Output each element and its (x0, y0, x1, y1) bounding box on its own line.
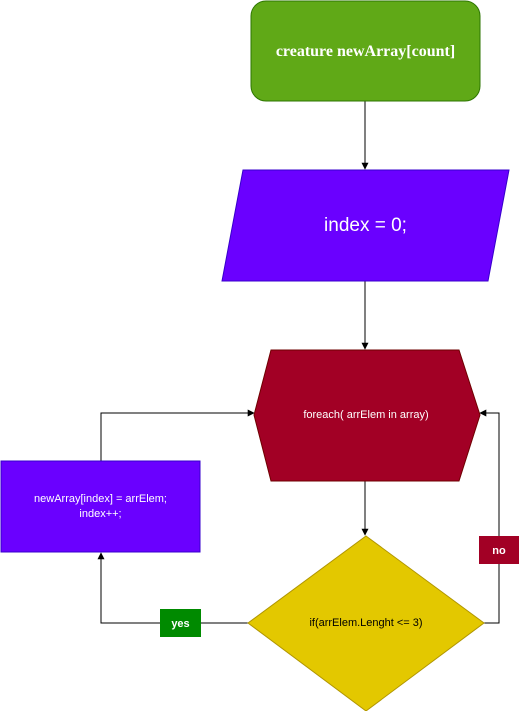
loop-node-shape (253, 349, 481, 482)
no-label-text: no (492, 545, 506, 557)
condition-node-label: if(arrElem.Lenght <= 3) (309, 617, 422, 629)
start-node: creature newArray[count] (250, 0, 481, 102)
condition-node: if(arrElem.Lenght <= 3) (247, 535, 485, 711)
assign-node-line2: index++; (79, 508, 121, 520)
no-label: no (479, 536, 519, 564)
start-node-shape (250, 0, 481, 102)
edge-assign-to-loop (100, 409, 255, 461)
init-node-label: index = 0; (324, 215, 407, 236)
condition-node-shape (247, 535, 485, 711)
edge-condition-no (479, 409, 500, 624)
init-node: index = 0; (221, 169, 510, 282)
loop-node: foreach( arrElem in array) (253, 349, 481, 482)
assign-node: newArray[index] = arrElem; index++; (0, 460, 201, 553)
yes-label: yes (160, 609, 201, 637)
init-node-shape (221, 169, 510, 282)
loop-node-label: foreach( arrElem in array) (303, 409, 428, 421)
start-node-label: creature newArray[count] (276, 43, 455, 60)
yes-label-text: yes (171, 618, 189, 630)
assign-node-shape (0, 460, 201, 553)
assign-node-line1: newArray[index] = arrElem; (34, 493, 167, 505)
no-label-bg (479, 536, 519, 564)
yes-label-bg (160, 609, 201, 637)
